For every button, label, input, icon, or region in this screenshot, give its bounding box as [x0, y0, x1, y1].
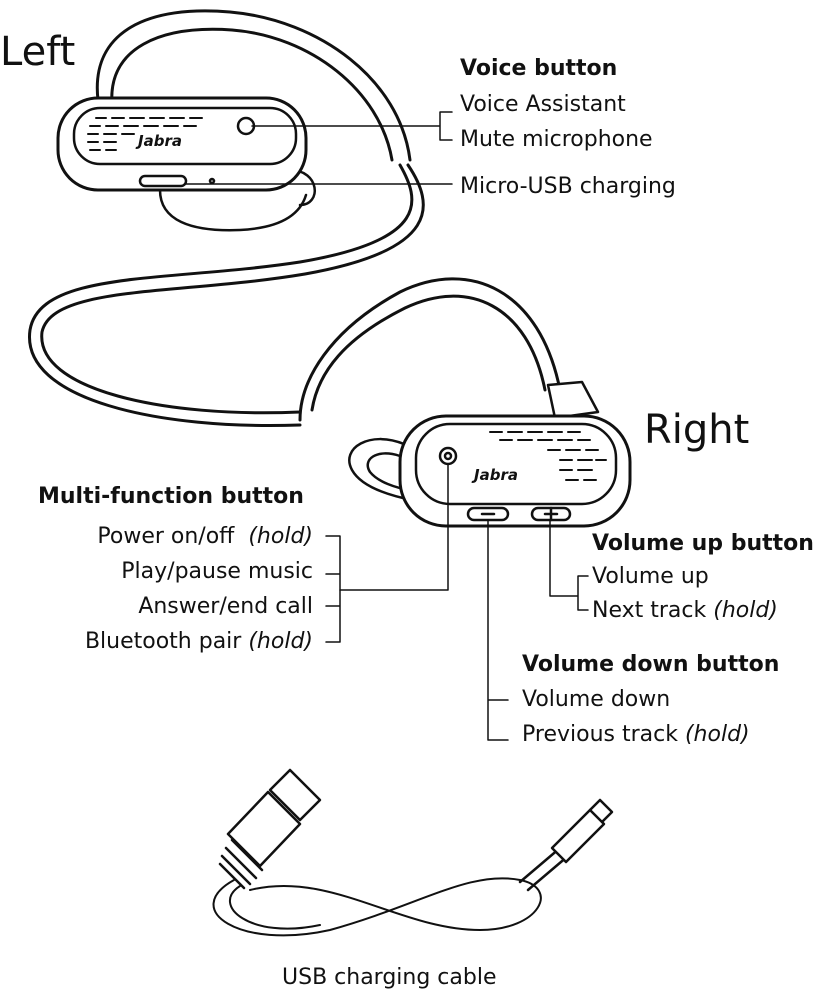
volume-up-title: Volume up button — [592, 531, 814, 556]
volume-up-label: Volume up — [592, 564, 709, 589]
mute-microphone-label: Mute microphone — [460, 127, 653, 152]
voice-button-title: Voice button — [460, 56, 618, 81]
cable-caption: USB charging cable — [282, 965, 497, 990]
volume-down-title: Volume down button — [522, 652, 780, 677]
micro-usb-label: Micro-USB charging — [460, 174, 676, 199]
usb-cable — [212, 768, 614, 937]
multi-function-title: Multi-function button — [38, 484, 304, 509]
volume-down-label: Volume down — [522, 687, 671, 712]
neck-cable — [28, 163, 414, 427]
answer-call-label: Answer/end call — [138, 594, 313, 619]
power-label: Power on/off (hold) — [97, 524, 313, 549]
right-label: Right — [644, 407, 750, 453]
brand-right: Jabra — [474, 466, 518, 484]
right-earbud — [298, 277, 632, 528]
voice-assistant-label: Voice Assistant — [460, 92, 626, 117]
brand-left: Jabra — [138, 132, 182, 150]
bluetooth-pair-label: Bluetooth pair (hold) — [84, 629, 313, 654]
play-pause-label: Play/pause music — [121, 559, 313, 584]
left-label: Left — [0, 29, 76, 75]
next-track-label: Next track (hold) — [592, 598, 778, 623]
left-earbud — [56, 9, 412, 232]
previous-track-label: Previous track (hold) — [522, 722, 750, 747]
callout-lines — [185, 111, 589, 741]
